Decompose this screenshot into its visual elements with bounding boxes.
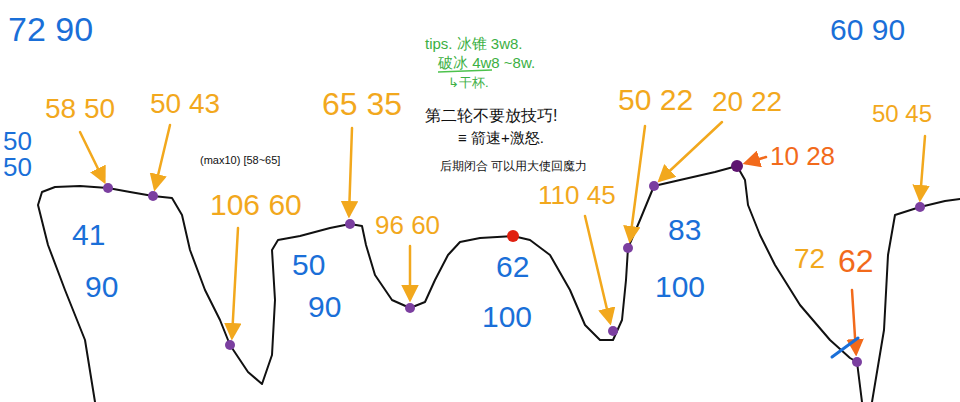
callout-number: 62: [838, 245, 874, 277]
coastline: [38, 166, 862, 402]
strategy-note: 后期闭合 可以用大使回魔力: [440, 160, 587, 172]
region-number: 100: [482, 302, 532, 332]
callout-number: 50 45: [872, 102, 932, 126]
region-number: 41: [72, 220, 105, 250]
spot-dot: [623, 243, 633, 253]
callout-number: 10 28: [770, 143, 835, 169]
spot-dot: [852, 357, 862, 367]
spot-dot: [405, 303, 415, 313]
leader-arrow: [585, 216, 610, 322]
leader-arrow: [746, 157, 766, 163]
callout-number: 20 22: [712, 88, 782, 116]
coastline: [872, 199, 960, 402]
callout-number: 58 50: [45, 95, 115, 123]
region-number: 62: [496, 252, 529, 282]
callout-number: 106 60: [210, 190, 302, 220]
leader-arrow: [155, 125, 170, 188]
region-number: 100: [655, 272, 705, 302]
leader-arrow: [630, 126, 645, 240]
level-number: 50 50: [3, 128, 37, 180]
marker-stroke: [832, 338, 858, 357]
spot-dot: [731, 160, 743, 172]
region-number: 90: [85, 272, 118, 302]
note-text: (max10) [58~65]: [200, 155, 280, 166]
leader-arrow: [409, 246, 412, 299]
callout-number: 65 35: [322, 88, 402, 120]
callout-number: 50 22: [618, 85, 693, 115]
spot-dot: [103, 183, 113, 193]
spot-dot: [148, 191, 158, 201]
leader-arrow: [80, 132, 104, 181]
underline: [438, 70, 492, 72]
region-number: 90: [308, 292, 341, 322]
level-number: 60 90: [830, 15, 905, 45]
leader-arrow: [660, 122, 722, 180]
tip-note: tips. 冰锥 3w8.: [425, 36, 523, 51]
spot-dot: [649, 181, 659, 191]
tip-note: 破冰 4w8 ~8w.: [438, 55, 535, 70]
callout-number: 96 60: [375, 212, 440, 238]
strategy-note: 第二轮不要放技巧!: [425, 108, 557, 124]
strategy-note: ≡ 箭速+激怒.: [458, 130, 544, 145]
spot-dot: [345, 219, 355, 229]
leader-arrow: [920, 136, 925, 199]
callout-number: 110 45: [538, 182, 616, 208]
leader-arrow: [232, 228, 238, 337]
callout-number: 50 43: [150, 90, 220, 118]
level-number: 72 90: [8, 12, 93, 46]
leader-arrow: [349, 128, 352, 215]
region-number: 50: [292, 250, 325, 280]
region-number: 83: [668, 215, 701, 245]
callout-number: 72: [794, 245, 825, 273]
tip-note: ↳干杯.: [448, 76, 489, 89]
spot-dot: [915, 202, 925, 212]
spot-dot: [507, 230, 519, 242]
spot-dot: [225, 340, 235, 350]
spot-dot: [608, 326, 618, 336]
